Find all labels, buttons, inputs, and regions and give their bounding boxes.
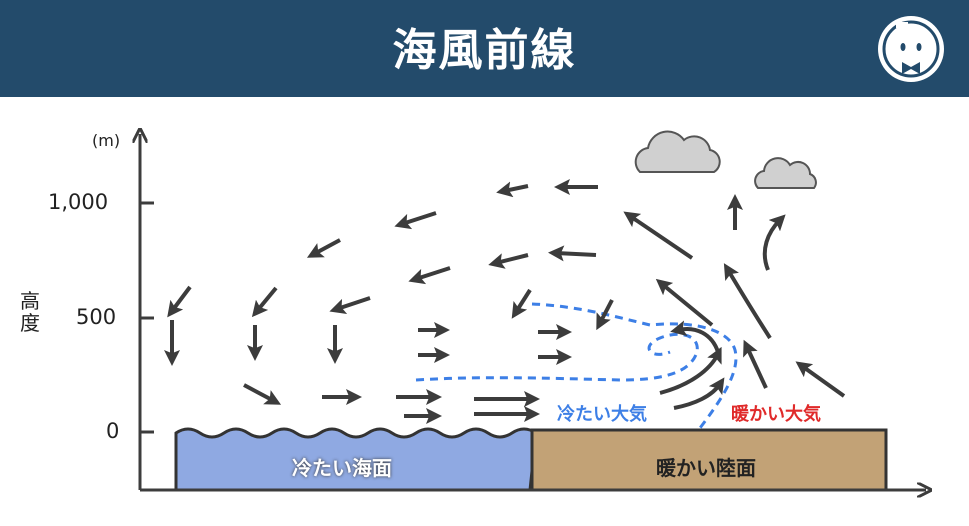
cold-air-boundary xyxy=(415,302,738,429)
land-label: 暖かい陸面 xyxy=(656,456,756,480)
sea-label: 冷たい海面 xyxy=(292,456,392,480)
bowtie-mascot-logo-icon xyxy=(878,16,944,82)
header-bar: 海風前線 xyxy=(0,0,969,97)
sea-breeze-front-diagram xyxy=(0,97,969,526)
wind-arrow xyxy=(596,299,614,331)
wind-arrow xyxy=(673,377,725,410)
tick-label-500: 500 xyxy=(76,305,117,329)
cold-air-label: 冷たい大気 xyxy=(557,404,647,425)
warm-air-label: 暖かい大気 xyxy=(731,404,821,425)
tick-label-0: 0 xyxy=(106,419,120,443)
wind-arrow xyxy=(408,266,451,285)
cloud-icon xyxy=(754,157,817,189)
wind-arrow xyxy=(394,211,437,230)
wind-arrow xyxy=(511,288,532,319)
wind-arrow xyxy=(795,361,846,398)
wind-arrow xyxy=(251,286,278,318)
y-axis-label: 高度 xyxy=(20,289,40,335)
wind-arrow xyxy=(723,263,772,340)
wind-arrow xyxy=(670,320,720,353)
tick-label-1000: 1,000 xyxy=(48,190,109,214)
wind-arrow xyxy=(548,245,597,262)
wind-arrow xyxy=(329,296,371,315)
wind-arrow xyxy=(659,346,722,395)
page-title: 海風前線 xyxy=(392,25,577,76)
wind-arrows xyxy=(164,179,846,424)
cloud-icon xyxy=(634,130,721,173)
wind-arrow xyxy=(496,181,529,198)
sea-surface xyxy=(174,427,538,492)
wind-arrow xyxy=(488,253,529,269)
wind-arrow xyxy=(743,339,768,389)
wind-arrow xyxy=(655,278,714,327)
wind-arrow xyxy=(306,238,341,258)
y-axis-unit: (m) xyxy=(92,131,121,150)
wind-arrow xyxy=(243,383,282,405)
wind-arrow xyxy=(762,214,786,271)
wind-arrow xyxy=(167,285,192,318)
wind-arrow xyxy=(623,211,694,260)
